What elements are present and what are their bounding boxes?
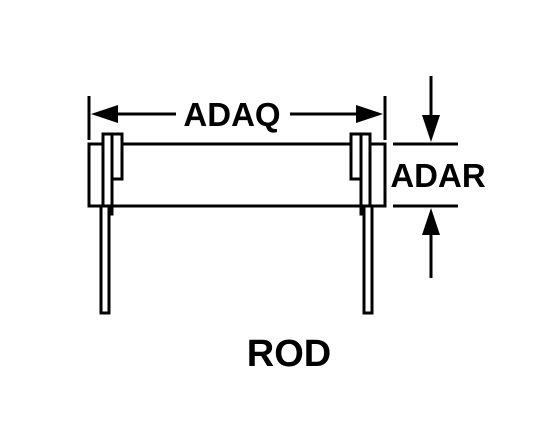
right-cap-inner <box>359 132 372 216</box>
part-name-caption: ROD <box>247 333 331 375</box>
length-dimension: ADAQ <box>87 96 387 140</box>
right-end-fitting <box>349 132 374 315</box>
diameter-arrow-top <box>422 115 440 142</box>
left-cap-inner <box>101 132 114 216</box>
diameter-arrow-bottom <box>422 208 440 235</box>
length-arrow-left <box>91 105 118 123</box>
right-leg <box>362 204 374 315</box>
length-arrow-right <box>356 105 383 123</box>
left-end-fitting <box>99 132 124 315</box>
diameter-dimension-label: ADAR <box>390 157 485 194</box>
diameter-dimension: ADAR <box>390 76 486 278</box>
length-dimension-label: ADAQ <box>183 96 280 133</box>
rod-body <box>87 142 387 208</box>
left-leg <box>99 204 111 315</box>
